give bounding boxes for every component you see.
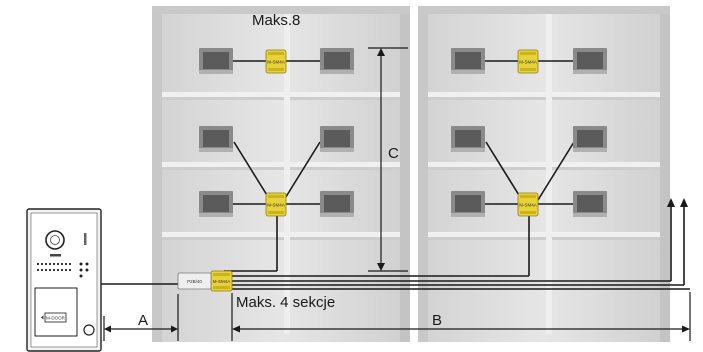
arrow-heads [667,198,688,207]
indicator-leds-icon [79,262,89,278]
monitor-icon [320,126,354,152]
splitter-box: M-SM4A [517,49,539,74]
monitors [199,48,607,217]
panel-label: M-DOOR [46,316,65,321]
splitter-box: M-SM4A [265,49,287,74]
dimension-b [231,292,691,341]
power-supply-label: P2B/40 [187,279,202,284]
wiring-section-2 [232,60,575,277]
splitter-label: M-SM4A [213,279,231,284]
max-sections-label: Maks. 4 sekcje [236,294,335,311]
monitor-icon [573,126,607,152]
splitter-label: M-SM4A [267,60,285,65]
monitor-icon [199,48,233,74]
max-monitors-label: Maks.8 [252,12,300,29]
dimension-a [103,294,179,341]
splitter-box: M-SM4A [517,192,539,217]
monitor-icon [451,191,485,217]
call-button [44,312,67,323]
splitters: M-SM4A M-SM4A M-SM4A M-SM4A M-SM4A [210,49,539,292]
dimension-c-label: C [388,145,399,162]
main-bus [99,204,690,290]
dimension-c [368,47,408,272]
monitor-icon [573,191,607,217]
name-plate [34,287,78,337]
monitor-icon [320,191,354,217]
monitor-icon [451,48,485,74]
splitter-box: M-SM4A [210,270,233,292]
door-panel: M-DOOR [26,208,102,352]
button-icon [83,324,95,336]
monitor-icon [451,126,485,152]
power-supply: P2B/40 [177,272,212,290]
splitter-label: M-SM4A [267,203,285,208]
monitor-icon [199,191,233,217]
splitter-box: M-SM4A [265,192,287,217]
monitor-icon [573,48,607,74]
speaker-grille-icon [36,262,72,272]
monitor-icon [199,126,233,152]
splitter-label: M-SM4A [519,203,537,208]
monitor-icon [320,48,354,74]
dimension-a-label: A [138,312,148,329]
dimension-b-label: B [432,312,442,329]
wiring-section-1 [224,60,321,272]
splitter-label: M-SM4A [519,60,537,65]
